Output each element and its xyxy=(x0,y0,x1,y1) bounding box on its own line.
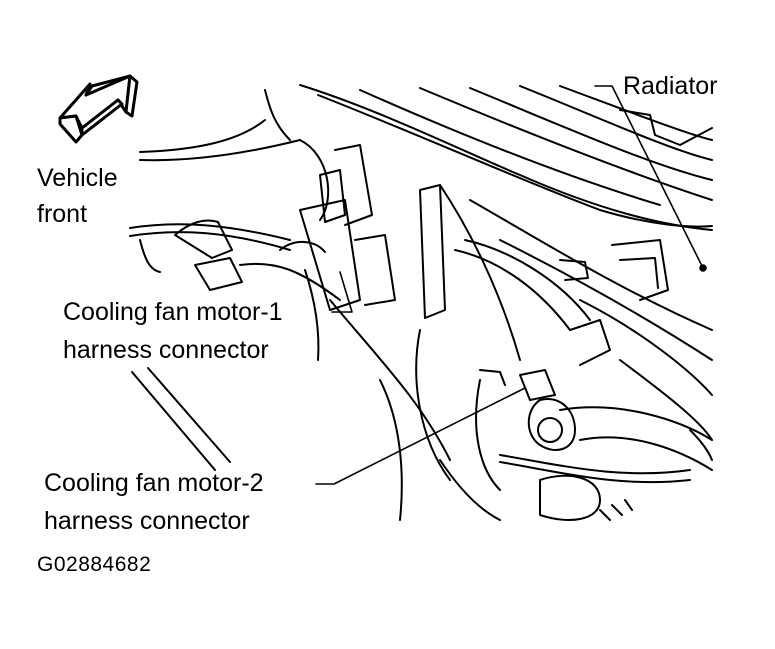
fan1-leader-line xyxy=(331,271,353,313)
hose-and-harness xyxy=(129,89,341,361)
fan2-connector-label-line1: Cooling fan motor-2 xyxy=(44,469,264,497)
vehicle-front-label-line2: front xyxy=(37,200,88,228)
vehicle-front-label-line1: Vehicle xyxy=(37,164,118,192)
fan1-connector-label-line2: harness connector xyxy=(63,336,269,364)
fan-shroud xyxy=(299,144,713,521)
radiator-leader-dot xyxy=(699,264,707,272)
vehicle-front-arrow-icon xyxy=(58,74,139,144)
radiator-leader-line xyxy=(594,85,704,269)
radiator-label: Radiator xyxy=(623,72,718,100)
leader-lines xyxy=(315,85,707,485)
radiator-shape xyxy=(299,84,713,461)
fan1-connector-label-line1: Cooling fan motor-1 xyxy=(63,298,283,326)
fan2-leader-line xyxy=(315,387,526,485)
figure-code: G02884682 xyxy=(37,553,152,576)
lower-structure xyxy=(131,367,501,521)
fan2-connector-label-line2: harness connector xyxy=(44,507,250,535)
